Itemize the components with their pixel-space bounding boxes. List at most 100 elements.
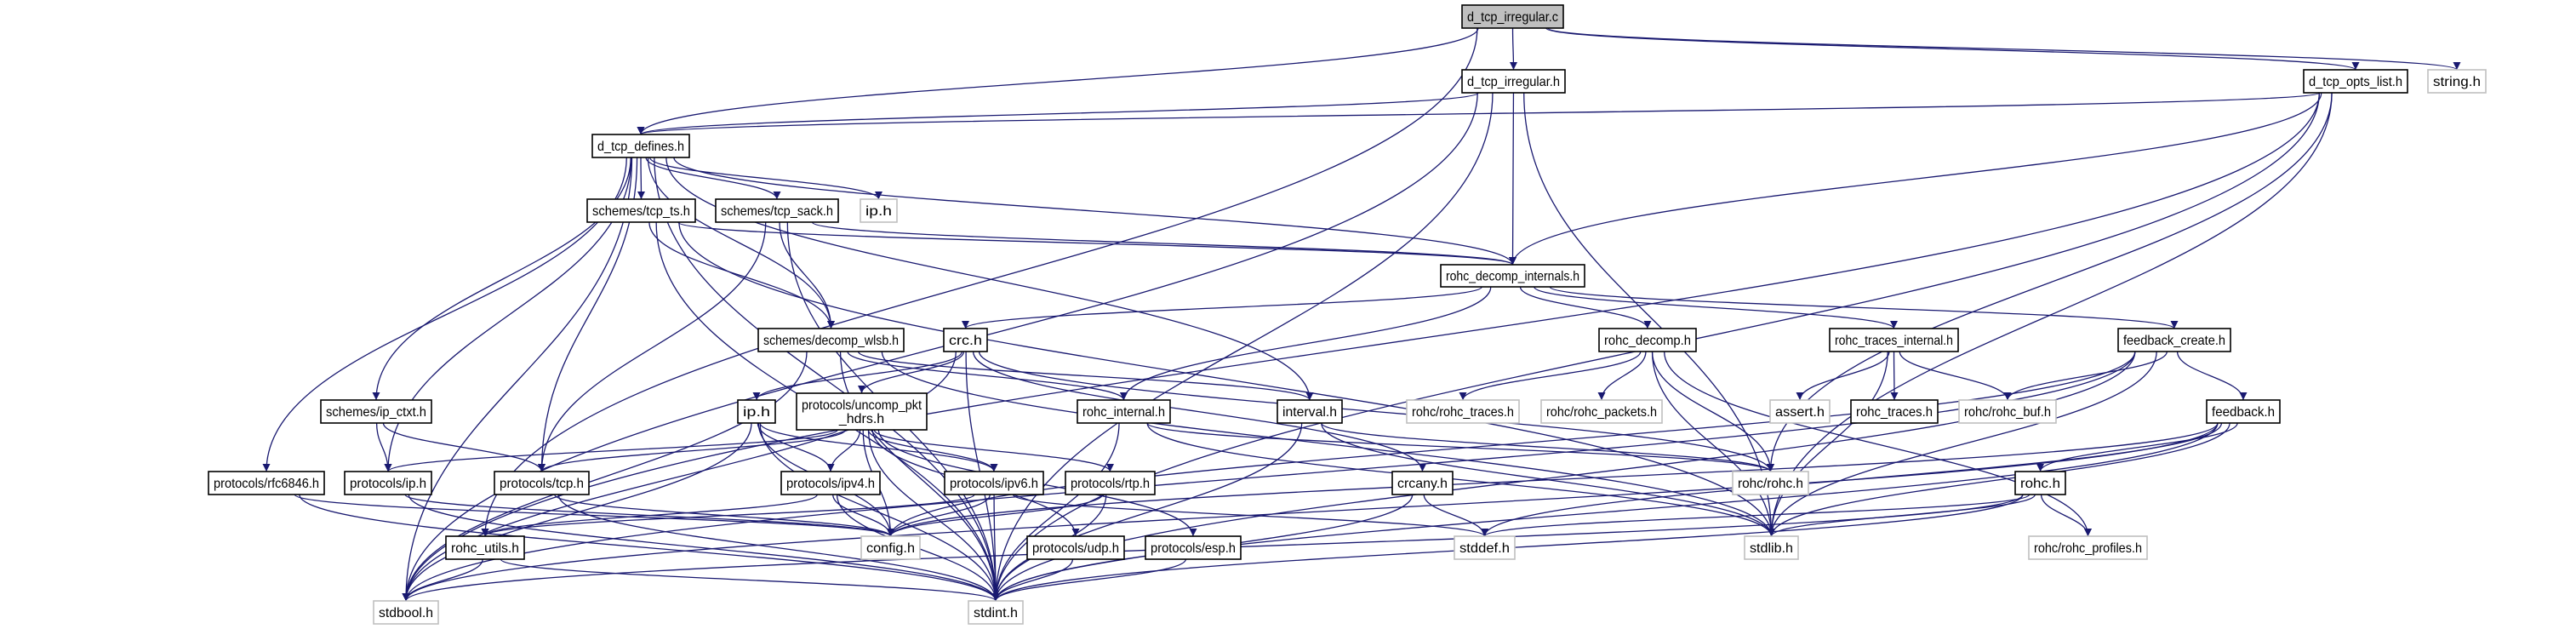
edge-d-tcp-defines-h-to-ip-h xyxy=(648,157,882,200)
node-label: schemes/tcp_sack.h xyxy=(721,204,833,219)
node-box xyxy=(737,399,776,424)
edge-d-tcp-opts-list-h-to-stdlib-h xyxy=(1768,92,2333,537)
node-label: rohc_traces_internal.h xyxy=(1835,334,1953,348)
node-protocols-rtp-h[interactable]: protocols/rtp.h xyxy=(1065,471,1156,495)
node-rohc-h[interactable]: rohc.h xyxy=(2014,471,2066,495)
node-label: protocols/rfc6846.h xyxy=(214,477,319,491)
node-rohc-decomp-h[interactable]: rohc_decomp.h xyxy=(1598,328,1697,352)
node-label: rohc_internal.h xyxy=(1082,405,1165,420)
node-label: d_tcp_irregular.h xyxy=(1467,75,1560,89)
node-label: feedback.h xyxy=(2212,405,2275,420)
node-label: rohc_traces.h xyxy=(1856,405,1933,420)
node-label: _hdrs.h xyxy=(838,412,884,426)
node-label: stdint.h xyxy=(974,606,1018,620)
node-schemes-decomp-wlsb-h[interactable]: schemes/decomp_wlsb.h xyxy=(757,328,905,352)
node-box xyxy=(715,198,839,223)
node-d-tcp-irregular-h[interactable]: d_tcp_irregular.h xyxy=(1461,69,1566,94)
node-schemes-tcp-ts-h[interactable]: schemes/tcp_ts.h xyxy=(586,198,696,223)
node-interval-h[interactable]: interval.h xyxy=(1277,399,1343,424)
node-crc-h[interactable]: crc.h xyxy=(943,328,988,352)
node-protocols-rfc6846-h[interactable]: protocols/rfc6846.h xyxy=(208,471,325,495)
edge-rohc-h-to-rohc-rohc-profiles-h xyxy=(2040,494,2092,537)
edge-rohc-internal-h-to-rohc-rohc-h xyxy=(1146,422,1774,472)
node-label: d_tcp_irregular.c xyxy=(1467,10,1558,25)
node-box xyxy=(1461,4,1564,29)
node-box xyxy=(757,328,905,352)
node-protocols-esp-h[interactable]: protocols/esp.h xyxy=(1145,535,1242,560)
edge-protocols-ip-h-to-config-h xyxy=(404,494,894,537)
edge-rohc-decomp-h-to-rohc-rohc-h xyxy=(1651,351,1774,472)
node-feedback-create-h[interactable]: feedback_create.h xyxy=(2117,328,2231,352)
node-rohc-utils-h[interactable]: rohc_utils.h xyxy=(445,535,525,560)
node-rohc-traces-internal-h[interactable]: rohc_traces_internal.h xyxy=(1829,328,1959,352)
node-stdbool-h: stdbool.h xyxy=(373,600,439,625)
node-box xyxy=(796,392,928,431)
edge-rohc-decomp-internals-h-to-rohc-traces-internal-h xyxy=(1534,286,1898,329)
edge-feedback-h-to-stdlib-h xyxy=(1768,422,2230,537)
edge-schemes-tcp-sack-h-to-protocols-tcp-h xyxy=(538,221,767,472)
node-box xyxy=(1850,399,1939,424)
node-box xyxy=(320,399,432,424)
edge-rohc-decomp-internals-h-to-rohc-internal-h xyxy=(1120,286,1492,401)
node-label: interval.h xyxy=(1282,405,1337,420)
edge-d-tcp-opts-list-h-to-d-tcp-defines-h xyxy=(637,92,2320,135)
node-assert-h: assert.h xyxy=(1769,399,1831,424)
node-box xyxy=(968,600,1024,625)
node-label: rohc/rohc_packets.h xyxy=(1546,405,1657,420)
node-label: rohc/rohc_traces.h xyxy=(1412,405,1514,420)
node-d-tcp-irregular-c[interactable]: d_tcp_irregular.c xyxy=(1461,4,1564,29)
node-protocols-ipv4-h[interactable]: protocols/ipv4.h xyxy=(780,471,881,495)
edge-rohc-decomp-h-to-rohc-rohc-packets-h xyxy=(1597,351,1647,401)
node-label: crcany.h xyxy=(1397,477,1448,491)
edge-d-tcp-irregular-c-to-d-tcp-opts-list-h xyxy=(1545,27,2360,71)
node-label: schemes/ip_ctxt.h xyxy=(326,405,426,420)
edge-schemes-tcp-ts-h-to-rohc-decomp-internals-h xyxy=(677,221,1516,266)
node-label: crc.h xyxy=(949,334,982,348)
node-d-tcp-defines-h[interactable]: d_tcp_defines.h xyxy=(591,134,690,158)
edge-rohc-traces-internal-h-to-rohc-rohc-buf-h xyxy=(1899,351,2012,401)
edge-schemes-tcp-sack-h-to-rohc-decomp-internals-h xyxy=(811,221,1516,266)
node-rohc-traces-h[interactable]: rohc_traces.h xyxy=(1850,399,1939,424)
edge-rohc-decomp-h-to-rohc-rohc-traces-h xyxy=(1459,351,1642,401)
node-protocols-udp-h[interactable]: protocols/udp.h xyxy=(1026,535,1125,560)
edge-d-tcp-irregular-c-to-d-tcp-defines-h xyxy=(637,27,1479,135)
node-protocols-ip-h[interactable]: protocols/ip.h xyxy=(344,471,432,495)
edge-d-tcp-defines-h-to-protocols-rfc6846-h xyxy=(262,157,627,472)
node-label: rohc_utils.h xyxy=(451,541,519,556)
edge-d-tcp-defines-h-to-schemes-tcp-sack-h xyxy=(645,157,781,200)
node-rohc-decomp-internals-h[interactable]: rohc_decomp_internals.h xyxy=(1440,264,1585,288)
edge-rohc-utils-h-to-stdint-h xyxy=(500,558,1000,602)
edge-feedback-h-to-stddef-h xyxy=(1481,422,2223,537)
edge-schemes-tcp-sack-h-to-schemes-decomp-wlsb-h xyxy=(779,221,835,329)
node-rohc-internal-h[interactable]: rohc_internal.h xyxy=(1077,399,1171,424)
node-d-tcp-opts-list-h[interactable]: d_tcp_opts_list.h xyxy=(2303,69,2408,94)
edge-d-tcp-defines-h-to-stdbool-h xyxy=(402,157,633,602)
node-feedback-h[interactable]: feedback.h xyxy=(2206,399,2281,424)
edge-protocols-rfc6846-h-to-stdint-h xyxy=(299,494,1000,602)
node-label: stdbool.h xyxy=(379,606,433,620)
node-box xyxy=(943,328,988,352)
node-crcany-h[interactable]: crcany.h xyxy=(1391,471,1454,495)
node-box xyxy=(1065,471,1156,495)
edge-schemes-ip-ctxt-h-to-protocols-tcp-h xyxy=(382,422,545,472)
node-rohc-rohc-buf-h: rohc/rohc_buf.h xyxy=(1958,399,2057,424)
node-label: string.h xyxy=(2433,75,2481,89)
node-label: schemes/decomp_wlsb.h xyxy=(763,334,899,348)
edge-protocols-rtp-h-to-config-h xyxy=(887,494,1104,537)
edge-feedback-h-to-config-h xyxy=(887,422,2219,537)
node-protocols-ipv6-h[interactable]: protocols/ipv6.h xyxy=(944,471,1044,495)
node-rohc-rohc-packets-h: rohc/rohc_packets.h xyxy=(1540,399,1663,424)
node-schemes-ip-ctxt-h[interactable]: schemes/ip_ctxt.h xyxy=(320,399,432,424)
edge-protocols-ip-h-to-stdint-h xyxy=(408,494,1000,602)
node-protocols-tcp-h[interactable]: protocols/tcp.h xyxy=(494,471,590,495)
node-schemes-tcp-sack-h[interactable]: schemes/tcp_sack.h xyxy=(715,198,839,223)
node-protocols-uncomp-pkt-hdrs-h[interactable]: protocols/uncomp_pkt_hdrs.h xyxy=(796,392,928,431)
node-ip-h[interactable]: ip.h xyxy=(737,399,776,424)
edge-protocols-tcp-h-to-config-h xyxy=(554,494,894,537)
edge-protocols-uncomp-pkt-hdrs-h-to-protocols-tcp-h xyxy=(538,429,846,472)
node-box xyxy=(2028,535,2148,560)
edge-protocols-uncomp-pkt-hdrs-h-to-protocols-ipv4-h xyxy=(826,429,861,472)
node-ip-h: ip.h xyxy=(860,198,898,223)
node-box xyxy=(1077,399,1171,424)
node-config-h: config.h xyxy=(860,535,921,560)
